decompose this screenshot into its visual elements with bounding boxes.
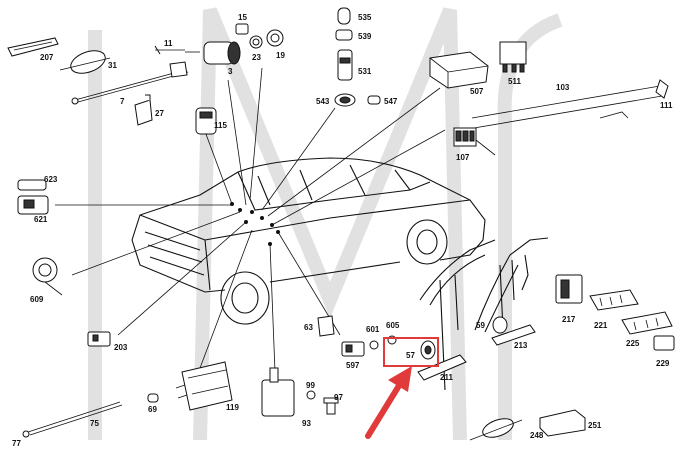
label-77: 77 [12, 439, 21, 448]
label-31: 31 [108, 61, 117, 70]
part-59-grommet [492, 316, 508, 334]
part-621-switch [17, 195, 49, 215]
label-3: 3 [228, 67, 233, 76]
part-63-bracket [317, 315, 335, 337]
label-107: 107 [456, 153, 470, 162]
red-arrow [365, 366, 412, 439]
part-207-strap [7, 37, 59, 57]
label-217: 217 [562, 315, 576, 324]
part-93-relay [261, 367, 295, 417]
car-outline [131, 157, 486, 325]
part-99-washer [306, 390, 316, 400]
part-211-hose [417, 354, 467, 381]
part-7-cable [71, 61, 189, 105]
part-115-switch [195, 107, 217, 135]
part-107-connector [453, 127, 496, 156]
label-103: 103 [556, 83, 570, 92]
part-251-clip [539, 409, 586, 437]
label-203: 203 [114, 343, 128, 352]
label-27: 27 [155, 109, 164, 118]
part-597-connector [341, 341, 365, 357]
part-103-harness [471, 79, 669, 129]
part-229-switch [653, 335, 675, 351]
part-609-horn [32, 257, 63, 296]
part-69-bulb [147, 393, 159, 403]
label-229: 229 [656, 359, 670, 368]
part-23-ring [249, 35, 263, 49]
part-217-switch [555, 274, 583, 304]
label-621: 621 [34, 215, 48, 224]
part-97-bolt [323, 397, 339, 415]
part-labels: 15 535 539 11 207 31 23 19 3 507 511 531… [12, 13, 673, 448]
label-213: 213 [514, 341, 528, 350]
label-543: 543 [316, 97, 330, 106]
part-57-grommet [420, 340, 436, 360]
label-601: 601 [366, 325, 380, 334]
part-535-bulb [337, 7, 351, 25]
label-597: 597 [346, 361, 360, 370]
part-225-switch-panel [621, 311, 673, 335]
part-221-switch-panel [589, 289, 639, 311]
label-251: 251 [588, 421, 602, 430]
label-99: 99 [306, 381, 315, 390]
part-19-ring [266, 29, 284, 47]
label-15: 15 [238, 13, 247, 22]
part-75-cable [22, 401, 123, 438]
label-11: 11 [164, 39, 173, 48]
label-7: 7 [120, 97, 125, 106]
label-115: 115 [214, 121, 227, 130]
part-601-grommet [369, 340, 379, 350]
label-547: 547 [384, 97, 398, 106]
label-93: 93 [302, 419, 311, 428]
label-119: 119 [226, 403, 239, 412]
label-221: 221 [594, 321, 608, 330]
part-11-rod [154, 45, 185, 55]
label-97: 97 [334, 393, 343, 402]
label-57: 57 [406, 351, 415, 360]
highlight-box [383, 337, 439, 367]
part-31-cable-tie [59, 50, 111, 74]
label-623: 623 [44, 175, 58, 184]
label-211: 211 [440, 373, 453, 382]
label-69: 69 [148, 405, 157, 414]
label-609: 609 [30, 295, 44, 304]
label-507: 507 [470, 87, 484, 96]
part-203-connector [87, 331, 111, 347]
part-539-socket [335, 29, 353, 41]
label-605: 605 [386, 321, 400, 330]
label-535: 535 [358, 13, 372, 22]
part-3-motor [185, 41, 241, 65]
part-623-connector [17, 179, 47, 191]
label-63: 63 [304, 323, 313, 332]
part-119-switch [175, 361, 233, 411]
part-531-sensor [337, 49, 353, 81]
part-507-control-unit [429, 51, 489, 89]
part-543-grommet [334, 93, 356, 107]
part-15-bulb [235, 23, 249, 35]
label-111: 111 [660, 101, 673, 110]
label-511: 511 [508, 77, 521, 86]
label-248: 248 [530, 431, 544, 440]
label-19: 19 [276, 51, 285, 60]
leader-lines [55, 67, 446, 373]
label-531: 531 [358, 67, 372, 76]
part-547-bulb [367, 95, 381, 105]
label-75: 75 [90, 419, 99, 428]
label-59: 59 [476, 321, 485, 330]
part-27-bracket [134, 94, 153, 126]
label-207: 207 [40, 53, 54, 62]
part-248-cable-tie [469, 418, 523, 441]
part-511-relay [499, 41, 527, 73]
label-539: 539 [358, 32, 372, 41]
part-213-hose [491, 324, 536, 346]
label-225: 225 [626, 339, 640, 348]
label-23: 23 [252, 53, 261, 62]
